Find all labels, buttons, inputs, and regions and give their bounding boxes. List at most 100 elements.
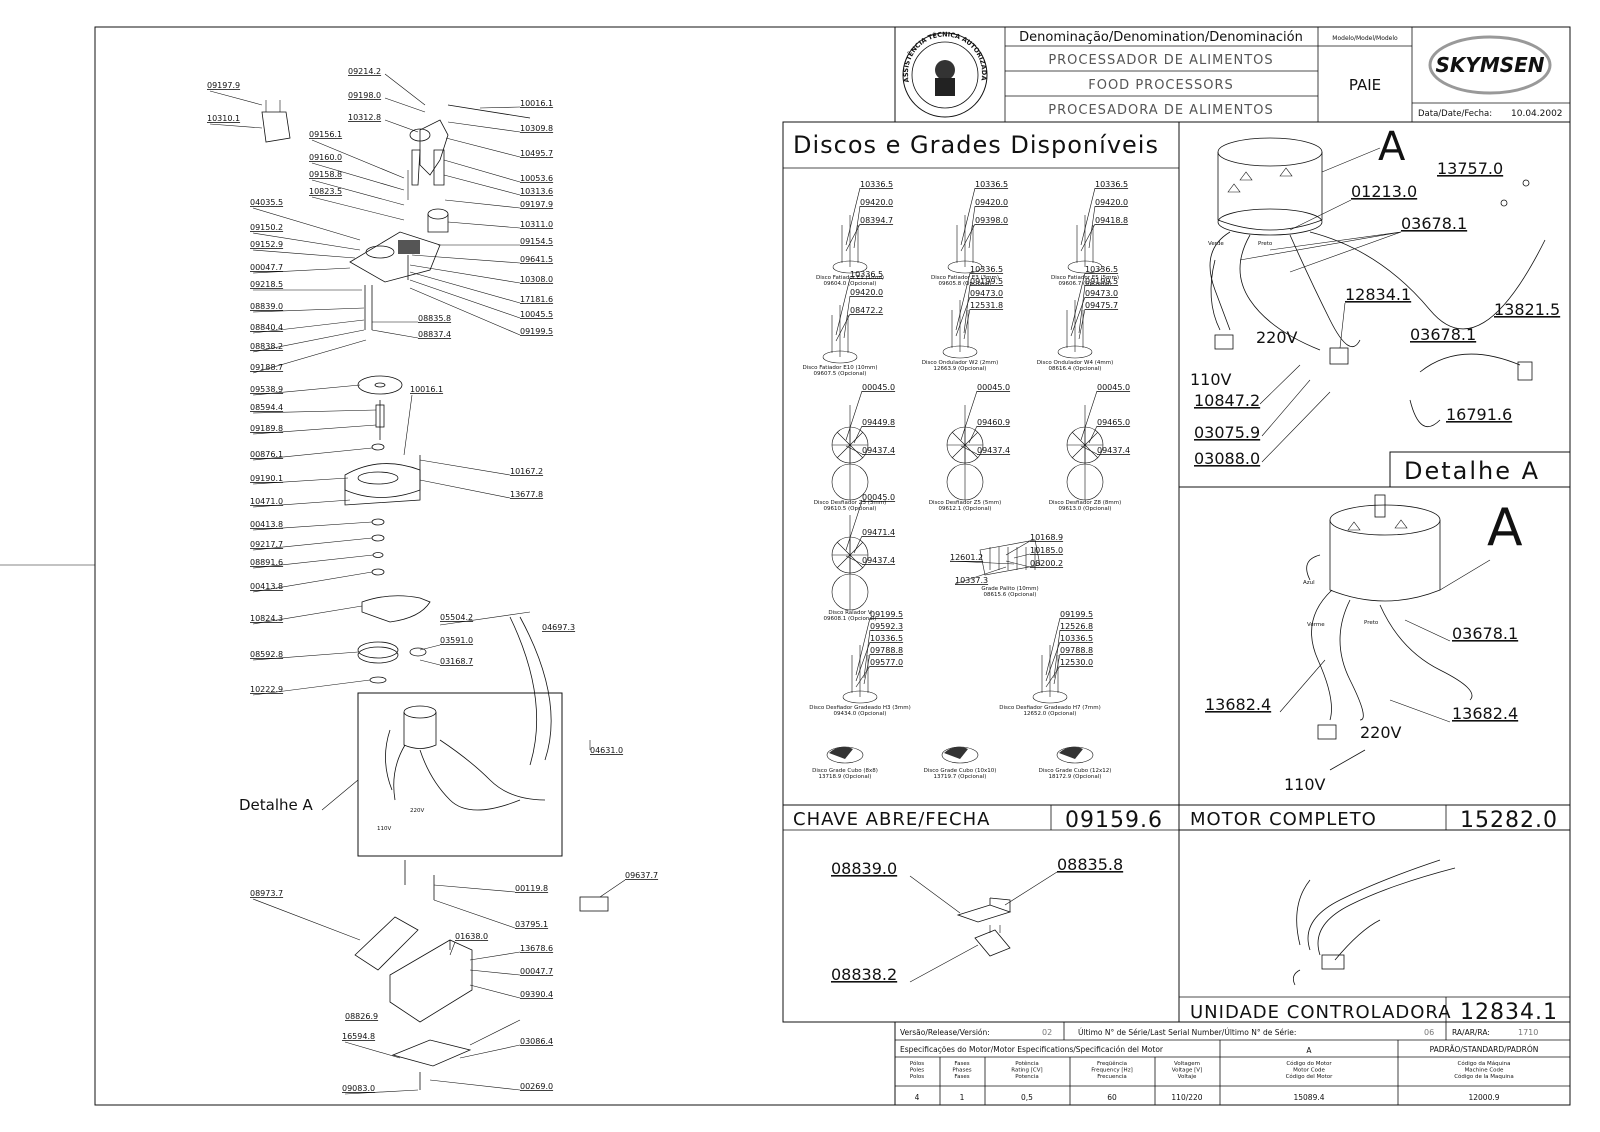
disc-0-part-2: 08394.7 xyxy=(860,216,893,225)
disc-1-part-2: 09398.0 xyxy=(975,216,1008,225)
disc-item-12: Disco Desfiador Gradeado H7 (7mm)12652.0… xyxy=(999,610,1101,717)
disc-12-part-2: 10336.5 xyxy=(1060,634,1093,643)
unidade-code: 12834.1 xyxy=(1460,1000,1558,1025)
ra-label: RA/AR/RA: xyxy=(1452,1028,1490,1037)
disc-code-10: 08615.6 (Opcional) xyxy=(984,592,1037,598)
leader-lines xyxy=(209,73,626,1095)
part-10847-2: 10847.2 xyxy=(1194,391,1260,410)
part-label-right-0: 09214.2 xyxy=(348,67,381,76)
part-label-right-28: 09637.7 xyxy=(625,871,658,880)
part-label-left-27: 10222.9 xyxy=(250,685,283,694)
part-label-left-19: 09190.1 xyxy=(250,474,283,483)
discs-title: Discos e Grades Disponíveis xyxy=(793,131,1159,159)
belt-pulleys xyxy=(357,595,431,684)
motor-code: 15282.0 xyxy=(1460,808,1558,833)
detail-a-letter-top: A xyxy=(1378,124,1406,170)
spec-head-2-1: Rating [CV] xyxy=(1011,1068,1042,1074)
disc-list: Disco Fatiador E1 (1mm)09604.0 (Opcional… xyxy=(803,180,1131,780)
spec-head-6-2: Código de la Maquina xyxy=(1454,1073,1514,1080)
disc-caption-14: Disco Grade Cubo (10x10) xyxy=(924,768,997,774)
discs-panel: Discos e Grades Disponíveis Disco Fatiad… xyxy=(782,121,1180,806)
disc-code-9: 09608.1 (Opcional) xyxy=(824,616,877,622)
spec-head-4-1: Voltage [V] xyxy=(1172,1068,1202,1074)
disc-caption-7: Disco Desfiador Z5 (5mm) xyxy=(929,500,1001,506)
detail-a-bottom: A 03678.1 13682.4 13682.4 220V 110V Pret… xyxy=(1178,486,1571,806)
part-label-left-15: 09538.9 xyxy=(250,385,283,394)
part-label-right-2: 10312.8 xyxy=(348,113,381,122)
spec-head-5-1: Motor Code xyxy=(1293,1068,1325,1074)
standard-label: PADRÃO/STANDARD/PADRÓN xyxy=(1430,1045,1539,1054)
title-block: Denominação/Denomination/Denominación Mo… xyxy=(894,26,1571,123)
part-13682-4-b: 13682.4 xyxy=(1452,704,1518,723)
footer-table: Versão/Release/Versión: 02 Último N° de … xyxy=(894,1021,1571,1106)
disc-9-part-2: 09437.4 xyxy=(862,556,895,565)
part-label-left-26: 08592.8 xyxy=(250,650,283,659)
disc-7-part-1: 09460.9 xyxy=(977,418,1010,427)
disc-5-part-2: 09473.0 xyxy=(1085,289,1118,298)
part-label-right-4: 10309.8 xyxy=(520,124,553,133)
wire-verde-top: Verde xyxy=(1208,241,1224,247)
part-label-left-16: 08594.4 xyxy=(250,403,283,412)
denomination-header: Denominação/Denomination/Denominación xyxy=(1019,30,1303,45)
unidade-panel: UNIDADE CONTROLADORA 12834.1 xyxy=(1178,829,1571,1025)
part-label-left-11: 08839.0 xyxy=(250,302,283,311)
voltage-220-bottom: 220V xyxy=(1360,723,1402,742)
chave-part-08839-0: 08839.0 xyxy=(831,859,897,878)
disc-12-part-3: 09788.8 xyxy=(1060,646,1093,655)
date-value: 10.04.2002 xyxy=(1511,109,1563,119)
disc-8-part-1: 09465.0 xyxy=(1097,418,1130,427)
disc-4-part-1: 09199.5 xyxy=(970,277,1003,286)
part-16791-6: 16791.6 xyxy=(1446,405,1512,424)
model-value: PAIE xyxy=(1349,76,1381,94)
disc-10-part-4: 10337.3 xyxy=(955,576,988,585)
part-label-left-18: 00876.1 xyxy=(250,450,283,459)
part-label-right-9: 10311.0 xyxy=(520,220,553,229)
controller-drawing xyxy=(1292,859,1456,986)
spec-value-4: 110/220 xyxy=(1171,1093,1202,1102)
disc-4-part-0: 10336.5 xyxy=(970,265,1003,274)
spec-head-4-2: Voltaje xyxy=(1178,1074,1197,1080)
detail-a-letter-bottom: A xyxy=(1487,498,1523,558)
disc-code-6: 09610.5 (Opcional) xyxy=(824,506,877,512)
disc-6-part-1: 09449.8 xyxy=(862,418,895,427)
spec-label: Especificações do Motor/Motor Especifica… xyxy=(900,1045,1164,1054)
part-label-left-24: 00413.8 xyxy=(250,582,283,591)
disc-9-part-0: 00045.0 xyxy=(862,493,895,502)
spec-head-2-0: Potência xyxy=(1015,1060,1038,1067)
part-label-right-1: 09198.0 xyxy=(348,91,381,100)
disc-code-5: 08616.4 (Opcional) xyxy=(1049,366,1102,372)
disc-item-10: Grade Palito (10mm)08615.6 (Opcional)101… xyxy=(949,533,1063,598)
disc-item-2: Disco Fatiador E5 (5mm)09606.7 (Opcional… xyxy=(1051,180,1128,287)
part-03088-0: 03088.0 xyxy=(1194,449,1260,468)
spec-value-1: 1 xyxy=(960,1093,965,1102)
part-label-right-13: 17181.6 xyxy=(520,295,553,304)
label-plate xyxy=(579,896,609,912)
disc-4-part-3: 12531.8 xyxy=(970,301,1003,310)
disc-item-1: Disco Fatiador E3 (3mm)09605.8 (Opcional… xyxy=(931,180,1008,287)
disc-12-part-0: 09199.5 xyxy=(1060,610,1093,619)
disc-item-3: Disco Fatiador E10 (10mm)09607.5 (Opcion… xyxy=(803,270,884,377)
disc-code-14: 13719.7 (Opcional) xyxy=(934,774,987,780)
authorized-seal-icon: ASSISTÊNCIA TÉCNICA AUTORIZADA xyxy=(902,30,988,118)
disc-10-part-1: 10185.0 xyxy=(1030,546,1063,555)
chave-part-08838-2: 08838.2 xyxy=(831,965,897,984)
part-label-left-1: 10310.1 xyxy=(207,114,240,123)
disc-12-part-4: 12530.0 xyxy=(1060,658,1093,667)
part-label-right-14: 10045.5 xyxy=(520,310,553,319)
spec-value-6: 12000.9 xyxy=(1468,1093,1499,1102)
detalhe-a-box xyxy=(357,616,563,857)
pusher-assembly xyxy=(261,100,531,233)
disc-7-part-2: 09437.4 xyxy=(977,446,1010,455)
motor-drawing-top xyxy=(1209,137,1546,427)
right-part-labels: 09214.209198.010312.810016.110309.810495… xyxy=(345,67,658,1091)
spec-head-4-0: Voltagem xyxy=(1174,1061,1200,1067)
wire-preto-bottom: Preto xyxy=(1364,620,1379,626)
wire-azul: Azul xyxy=(1303,580,1315,586)
part-label-right-8: 09197.9 xyxy=(520,200,553,209)
disc-code-3: 09607.5 (Opcional) xyxy=(814,371,867,377)
left-part-labels: 09197.910310.109156.109160.009158.810823… xyxy=(207,81,375,1093)
part-label-right-27: 03795.1 xyxy=(515,920,548,929)
spec-value-3: 60 xyxy=(1107,1093,1117,1102)
